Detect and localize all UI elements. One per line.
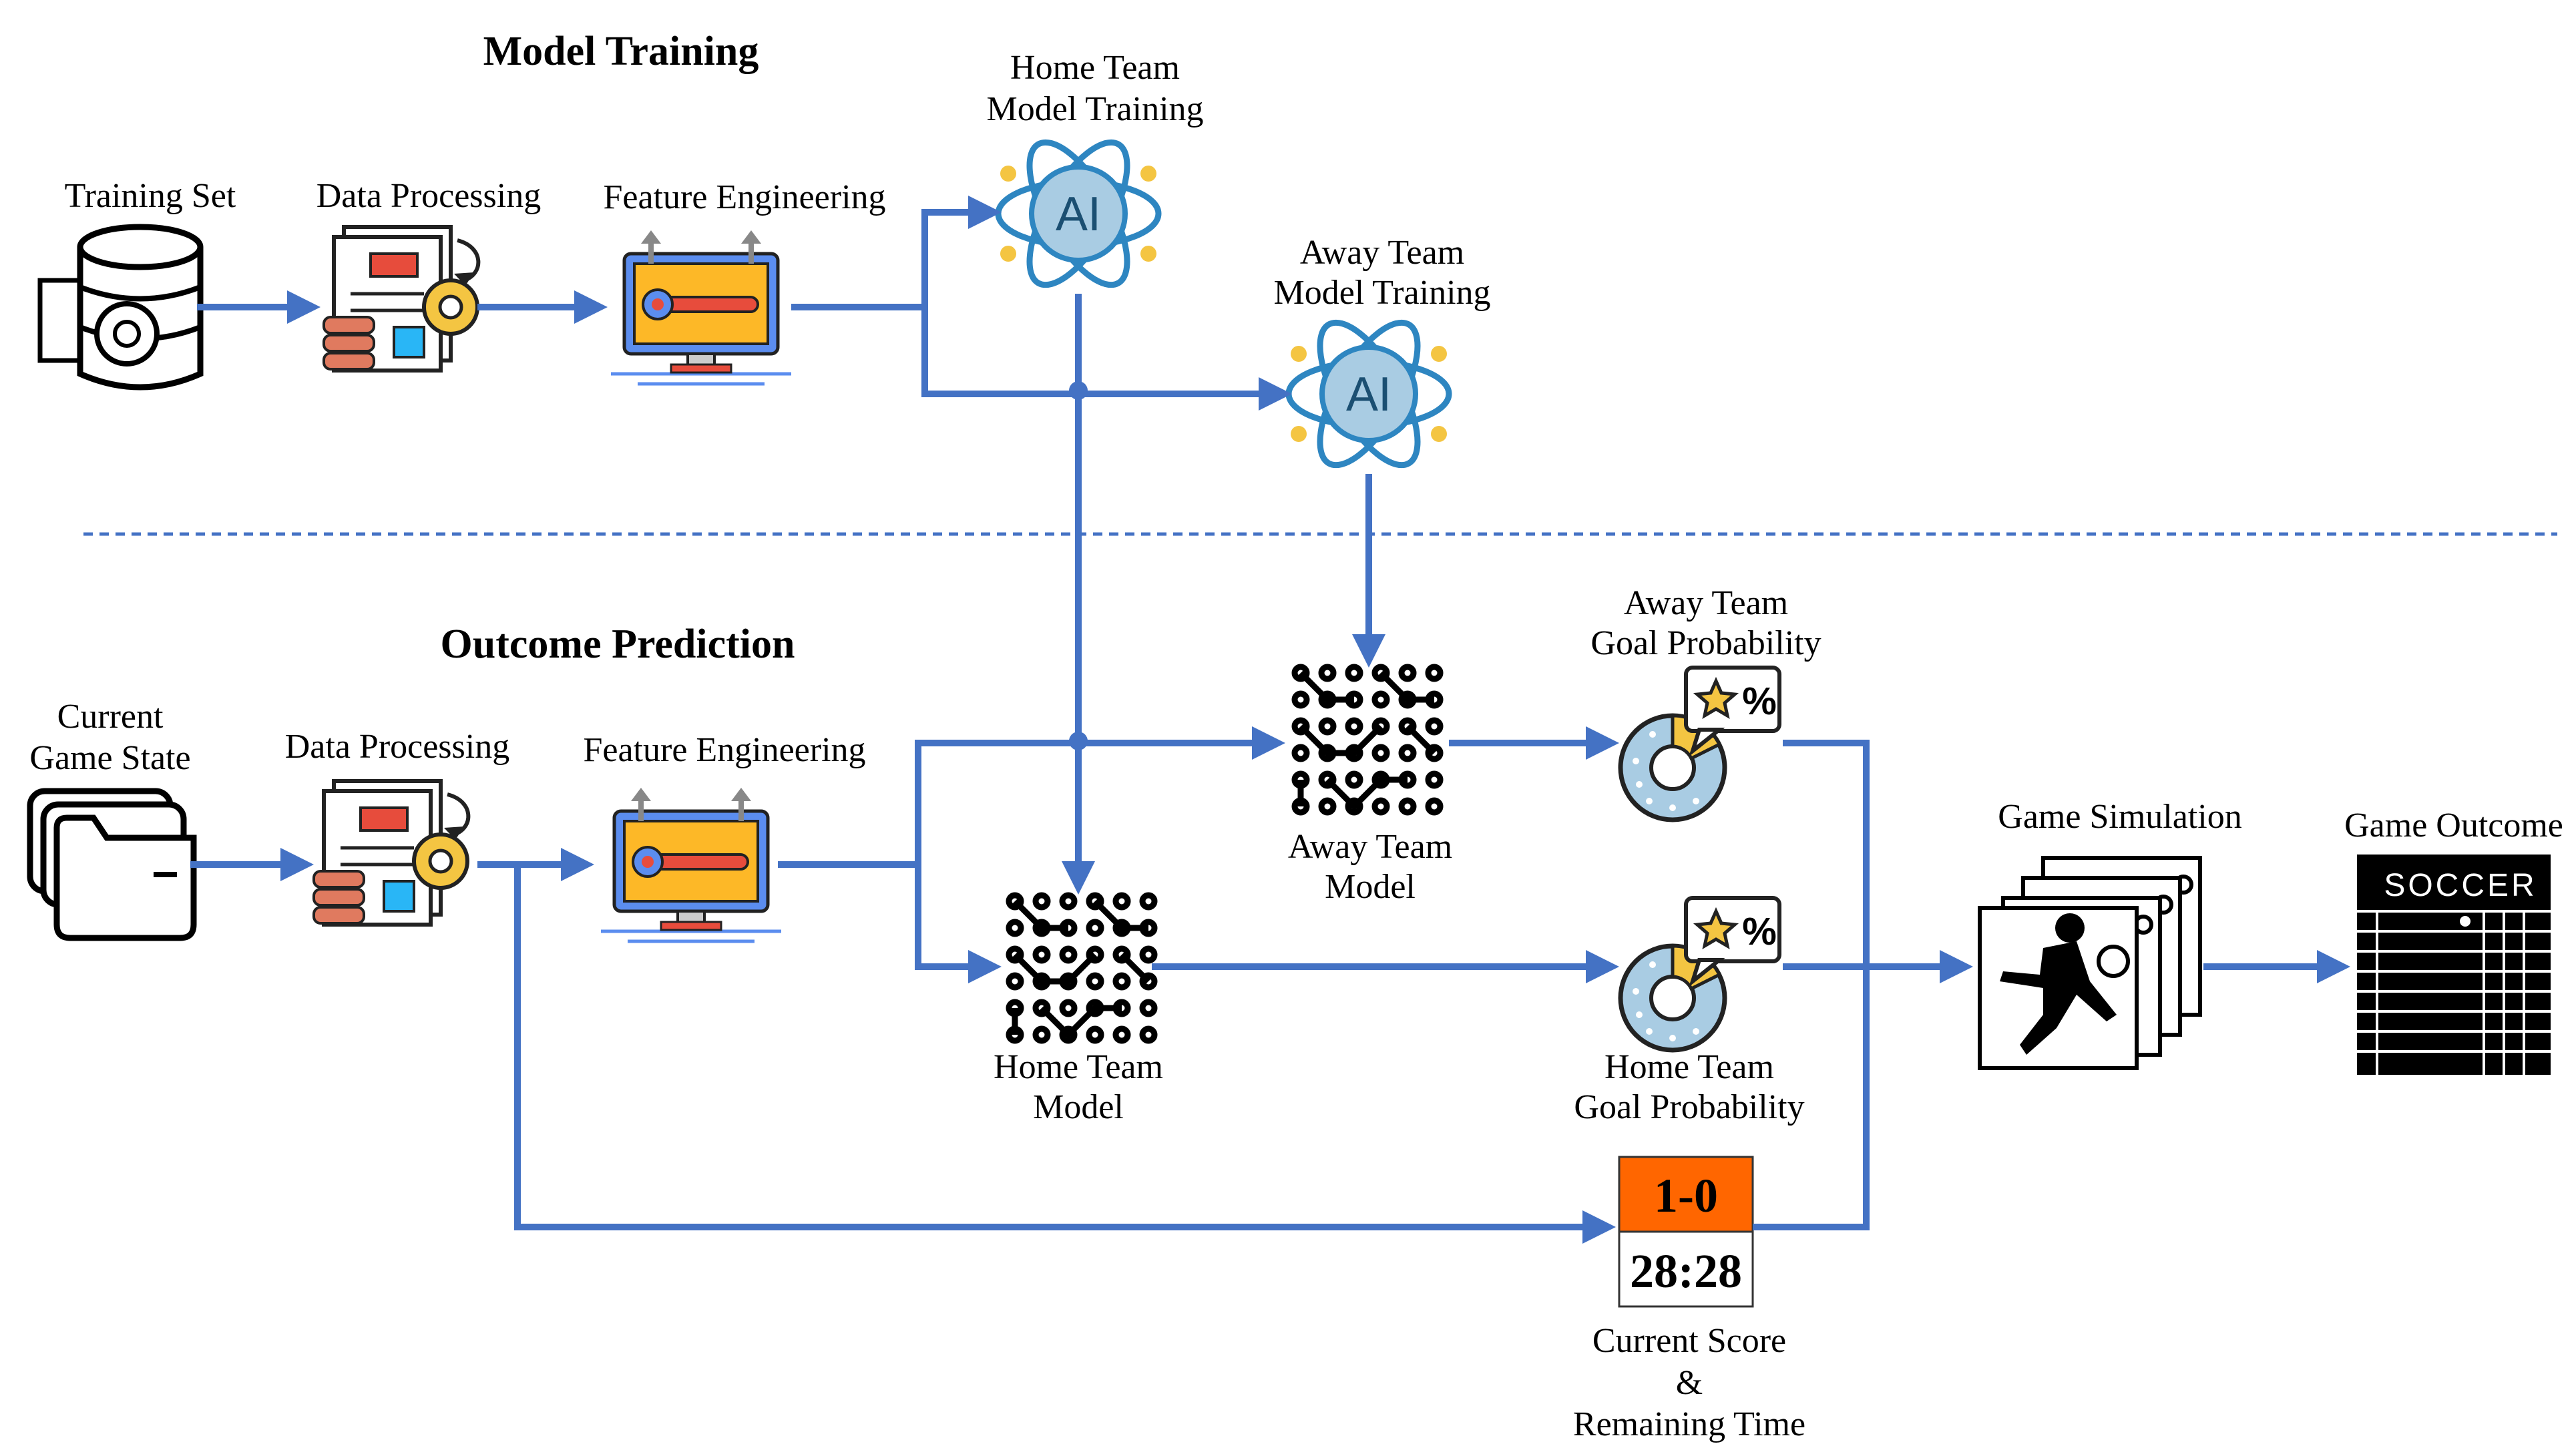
data-processing-label-2: Data Processing [285, 728, 509, 766]
circuit-network-icon [1295, 667, 1440, 812]
current-game-state-label-2: Game State [29, 739, 190, 777]
ai-atom-icon: AI [1289, 308, 1449, 479]
percent-symbol: % [1742, 680, 1777, 723]
current-score: 1-0 [1654, 1169, 1718, 1222]
home-team-model-label-2: Model [1033, 1088, 1124, 1126]
percent-symbol: % [1742, 910, 1777, 953]
database-gear-icon [37, 224, 204, 391]
away-model-training-label-2: Model Training [1273, 274, 1490, 312]
game-simulation-label: Game Simulation [1998, 798, 2241, 836]
folder-stack-icon [27, 788, 197, 941]
away-team-model-label-2: Model [1325, 868, 1416, 906]
home-model-training-label-2: Model Training [986, 90, 1203, 128]
current-score-caption-3: Remaining Time [1573, 1405, 1805, 1443]
monitor-settings-icon [601, 788, 781, 941]
training-set-label: Training Set [65, 177, 236, 215]
current-game-state-label-1: Current [57, 698, 164, 736]
home-team-model-label-1: Home Team [994, 1048, 1163, 1086]
current-score-caption-2: & [1676, 1364, 1703, 1402]
arrow-processing-to-score [514, 865, 1616, 1244]
document-gear-icon [314, 781, 468, 925]
donut-chart-star-percent-icon: % [1621, 898, 1779, 1050]
away-model-training-label-1: Away Team [1300, 234, 1464, 272]
home-goal-probability-label-1: Home Team [1604, 1048, 1774, 1086]
ai-badge-text: AI [1056, 188, 1101, 241]
game-outcome-label: Game Outcome [2344, 806, 2563, 844]
donut-chart-star-percent-icon: % [1621, 668, 1779, 820]
ai-atom-icon: AI [998, 128, 1158, 299]
arrow-features-to-away-model [778, 726, 1285, 868]
data-processing-label: Data Processing [316, 177, 541, 215]
remaining-time: 28:28 [1630, 1244, 1742, 1298]
current-score-caption-1: Current Score [1592, 1322, 1786, 1360]
ai-badge-text: AI [1346, 368, 1391, 421]
document-gear-icon [324, 227, 478, 371]
arrow-away-probability-to-merge [1753, 740, 1870, 1230]
away-goal-probability-label-2: Goal Probability [1590, 624, 1821, 662]
arrow-features-to-away-training [921, 307, 1292, 411]
scoreboard-title: SOCCER [2384, 868, 2537, 903]
junction-dot [1069, 732, 1088, 750]
home-goal-probability-label-2: Goal Probability [1574, 1088, 1804, 1126]
junction-dot [1069, 381, 1088, 400]
arrow-features-to-home-training [791, 196, 1002, 310]
away-team-model-label-1: Away Team [1288, 828, 1452, 866]
soccer-player-cards-icon [1978, 856, 2202, 1070]
circuit-network-icon [1009, 895, 1154, 1041]
arrow-features-to-home-model [915, 865, 1002, 983]
feature-engineering-label: Feature Engineering [603, 178, 885, 216]
section-title-prediction: Outcome Prediction [441, 622, 795, 667]
monitor-settings-icon [611, 230, 791, 384]
score-time-box: 1-0 28:28 [1618, 1156, 1754, 1308]
away-goal-probability-label-1: Away Team [1624, 584, 1788, 622]
section-title-training: Model Training [483, 29, 759, 74]
home-model-training-label-1: Home Team [1010, 49, 1180, 87]
soccer-scoreboard-icon: SOCCER [2357, 855, 2551, 1075]
feature-engineering-label-2: Feature Engineering [583, 731, 865, 769]
